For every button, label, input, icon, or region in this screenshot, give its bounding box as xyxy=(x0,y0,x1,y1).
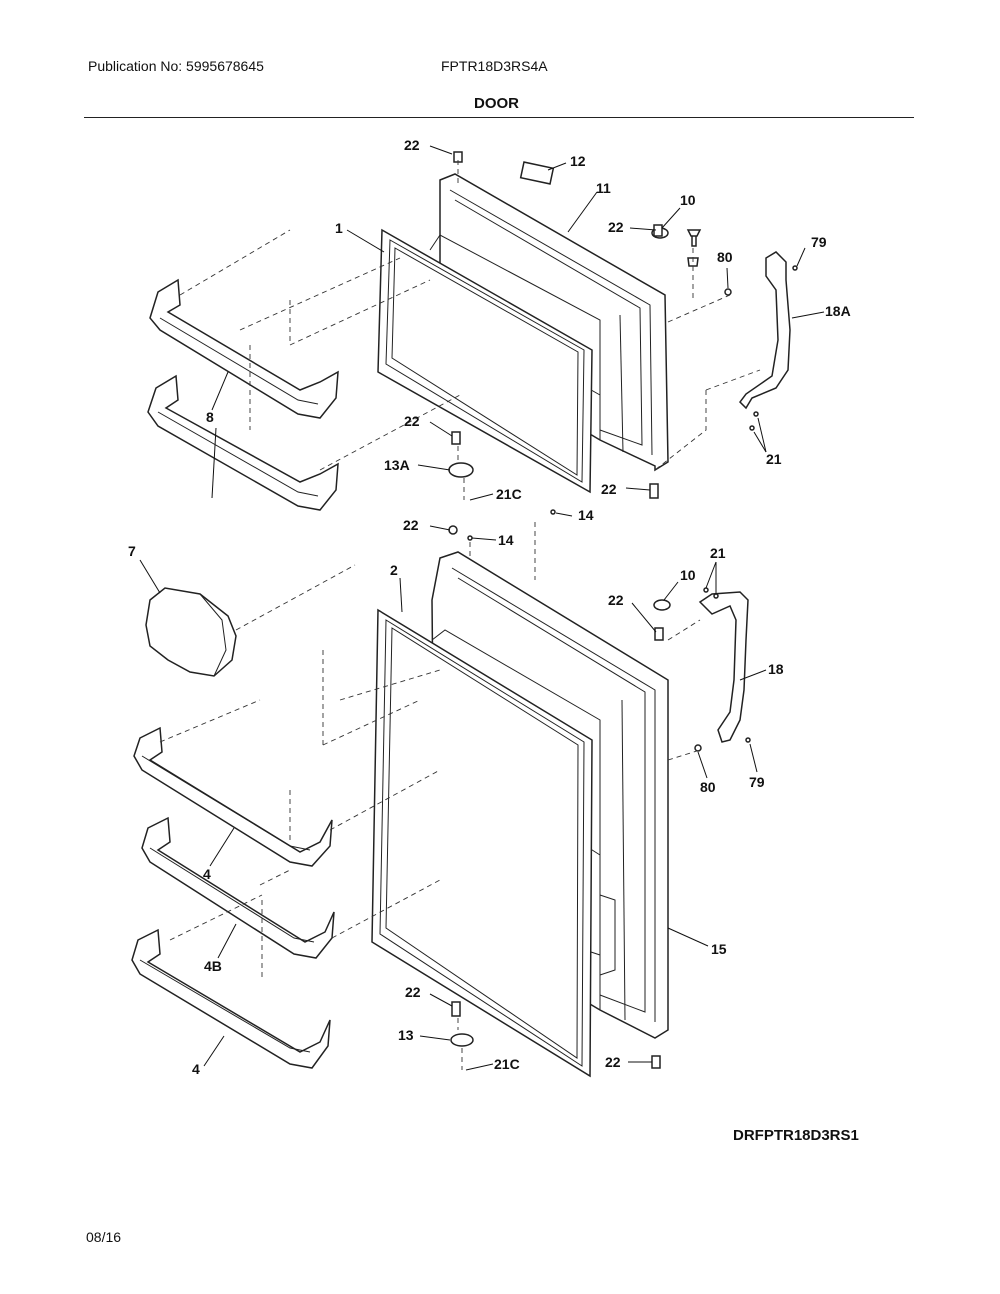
callout-10: 10 xyxy=(680,192,696,208)
bushing-13A xyxy=(448,462,474,478)
callout-21: 21 xyxy=(766,451,782,467)
screw-21-upper-b xyxy=(749,425,755,431)
callout-leaders xyxy=(139,145,825,1071)
callout-80: 80 xyxy=(700,779,716,795)
door-shelf-4-upper xyxy=(133,726,333,867)
hinge-pin-22-mid xyxy=(451,431,461,445)
callout-2: 2 xyxy=(390,562,398,578)
freezer-handle-18A xyxy=(739,251,791,410)
callout-79: 79 xyxy=(749,774,765,790)
hinge-pin-22-top xyxy=(453,151,463,163)
freezer-shelf-lower xyxy=(147,374,339,511)
label-12 xyxy=(519,161,555,185)
callout-22: 22 xyxy=(403,517,419,533)
callout-79: 79 xyxy=(811,234,827,250)
callout-11: 11 xyxy=(596,180,611,196)
bin-cover-7 xyxy=(145,587,237,677)
callout-14: 14 xyxy=(578,507,594,523)
screw-upper xyxy=(686,229,702,247)
callout-4: 4 xyxy=(192,1061,200,1077)
refrigerator-door-gasket-2 xyxy=(371,608,593,1078)
callout-80: 80 xyxy=(717,249,733,265)
screw-21-upper-a xyxy=(753,411,759,417)
callout-10: 10 xyxy=(680,567,696,583)
header-divider xyxy=(84,117,914,118)
footer-date: 08/16 xyxy=(86,1229,122,1245)
screw-14-a xyxy=(467,535,473,541)
callout-22: 22 xyxy=(608,219,624,235)
cap-10-lower xyxy=(653,599,671,611)
callout-22: 22 xyxy=(404,137,420,153)
callout-22: 22 xyxy=(605,1054,621,1070)
screw-79-lower xyxy=(745,737,751,743)
hinge-pin-22-freezer-bottom xyxy=(649,483,659,499)
bushing-13 xyxy=(450,1033,474,1047)
freezer-shelf-upper xyxy=(149,278,339,419)
callout-22: 22 xyxy=(601,481,617,497)
hinge-pin-22-upper xyxy=(653,224,663,237)
model-number: FPTR18D3RS4A xyxy=(441,58,548,74)
hinge-pin-22-lower-right xyxy=(654,627,664,641)
callout-1: 1 xyxy=(335,220,343,236)
callout-14: 14 xyxy=(498,532,514,548)
callout-4: 4 xyxy=(203,866,211,882)
door-shelf-4-lower xyxy=(131,928,331,1069)
screw-80-lower xyxy=(694,744,702,752)
callout-21: 21 xyxy=(710,545,726,561)
hinge-pin-22-lower-top xyxy=(448,525,458,535)
section-title: DOOR xyxy=(474,95,519,112)
screw-14-b xyxy=(550,509,556,515)
screw-21-lower-b xyxy=(713,593,719,599)
callout-15: 15 xyxy=(711,941,727,957)
hinge-pin-22-bottom-right xyxy=(651,1055,661,1069)
refrigerator-handle-18 xyxy=(698,591,749,743)
freezer-door-gasket-1 xyxy=(377,228,593,494)
screw-80-upper xyxy=(724,288,732,296)
screw-79-upper xyxy=(792,265,798,271)
callout-8: 8 xyxy=(206,409,214,425)
callout-22: 22 xyxy=(405,984,421,1000)
callout-12: 12 xyxy=(570,153,586,169)
callout-4B: 4B xyxy=(204,958,222,974)
callout-21C: 21C xyxy=(496,486,522,502)
diagram-reference-id: DRFPTR18D3RS1 xyxy=(733,1127,859,1144)
callout-7: 7 xyxy=(128,543,136,559)
hinge-pin-22-bottom-left xyxy=(451,1001,461,1017)
door-shelf-4B xyxy=(141,816,335,959)
callout-21C: 21C xyxy=(494,1056,520,1072)
screw-21-lower-a xyxy=(703,587,709,593)
callout-18: 18 xyxy=(768,661,784,677)
publication-number: Publication No: 5995678645 xyxy=(88,58,264,74)
callout-22: 22 xyxy=(608,592,624,608)
callout-13: 13 xyxy=(398,1027,414,1043)
callout-22: 22 xyxy=(404,413,420,429)
callout-13A: 13A xyxy=(384,457,410,473)
callout-18A: 18A xyxy=(825,303,851,319)
